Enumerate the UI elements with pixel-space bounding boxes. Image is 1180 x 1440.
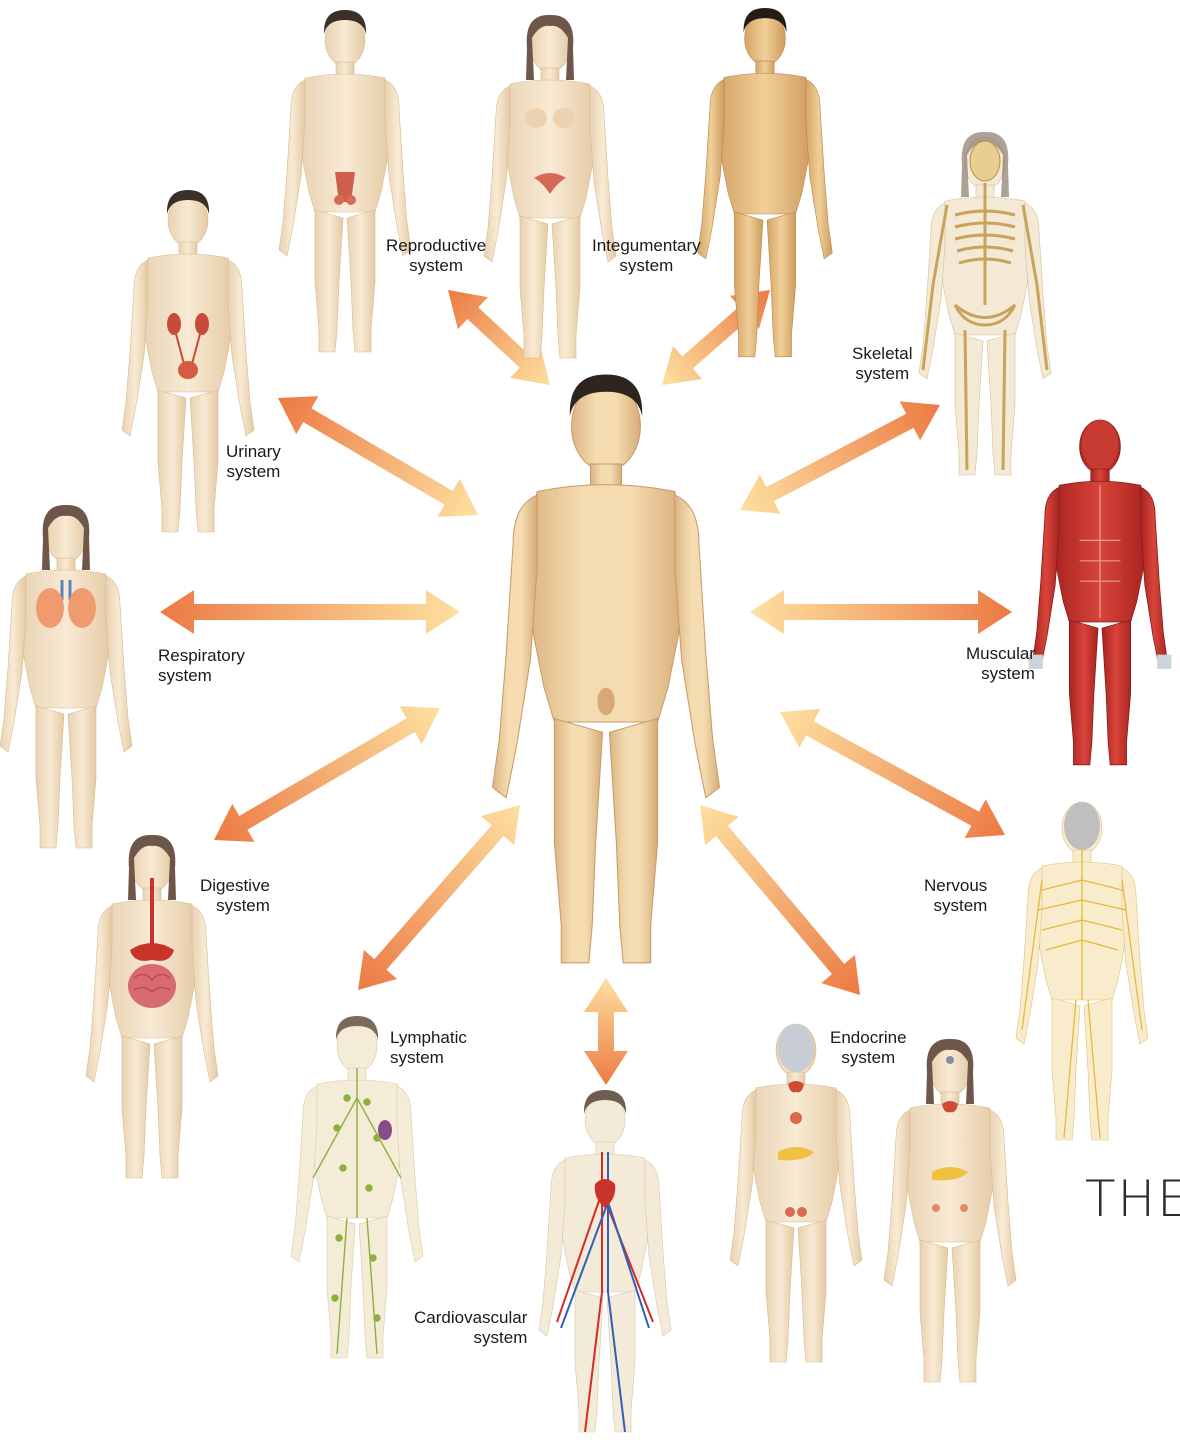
lungs-figure-icon	[0, 505, 132, 848]
skeleton-figure-icon	[919, 132, 1051, 475]
digestive-figure-icon	[86, 835, 218, 1178]
arrow-integumentary	[647, 273, 784, 401]
arrow-endocrine	[683, 791, 877, 1009]
female-figure-icon	[484, 15, 616, 358]
central-body-figure	[492, 375, 719, 963]
muscle-figure-icon	[1029, 420, 1172, 765]
arrow-muscular	[750, 590, 1012, 634]
arrow-respiratory	[160, 590, 460, 634]
reproductive-figure-icon	[279, 10, 411, 352]
arrow-nervous	[769, 693, 1015, 855]
arrow-reproductive	[433, 274, 565, 401]
arrow-urinary	[267, 379, 489, 534]
arrow-digestive	[203, 689, 451, 859]
arrow-cardiovascular	[584, 978, 628, 1085]
arrow-skeletal	[730, 386, 950, 530]
arrow-lymphatic	[341, 791, 536, 1005]
partial-heading-text: THE	[1085, 1170, 1180, 1228]
endocrine-figure-icon	[730, 1024, 862, 1362]
endocrine-female-figure-icon	[884, 1039, 1016, 1382]
nerves-figure-icon	[1016, 802, 1148, 1140]
heart-vessels-figure-icon	[539, 1090, 671, 1432]
